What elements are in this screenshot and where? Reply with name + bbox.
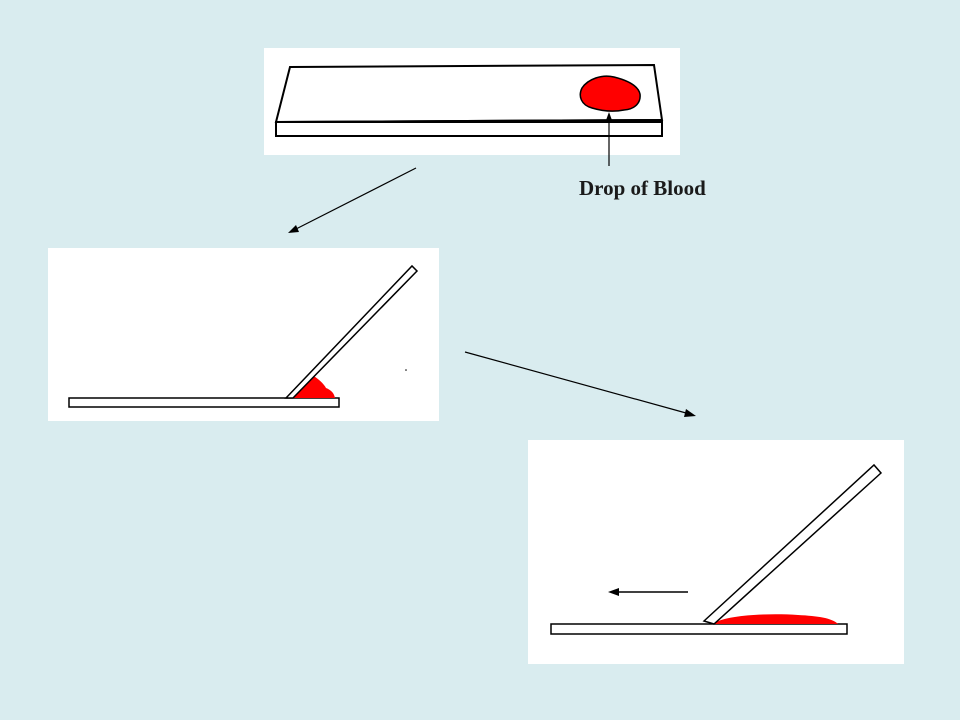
left-arrow-icon (608, 588, 619, 596)
spreader-touching-drop-illustration (68, 264, 419, 408)
down-left-arrow-icon (288, 167, 417, 233)
microscope-slide (550, 623, 848, 635)
blood-smear (714, 614, 838, 624)
speck (405, 369, 407, 371)
drop-of-blood-label: Drop of Blood (579, 176, 706, 200)
spreader-slide (702, 463, 883, 625)
microscope-slide (68, 397, 340, 408)
spreader-slide (284, 264, 419, 399)
step-3-panel (528, 440, 904, 664)
blood-drop (579, 75, 641, 112)
slide-with-drop-illustration (274, 63, 664, 137)
down-right-arrow-icon (464, 351, 696, 417)
up-arrow-icon (605, 112, 613, 166)
slide-thickness (275, 121, 663, 137)
step-2-panel (48, 248, 439, 421)
spreading-smear-illustration (550, 463, 883, 635)
step-1-panel (264, 48, 680, 155)
blood-pooled-at-spreader (292, 374, 335, 398)
